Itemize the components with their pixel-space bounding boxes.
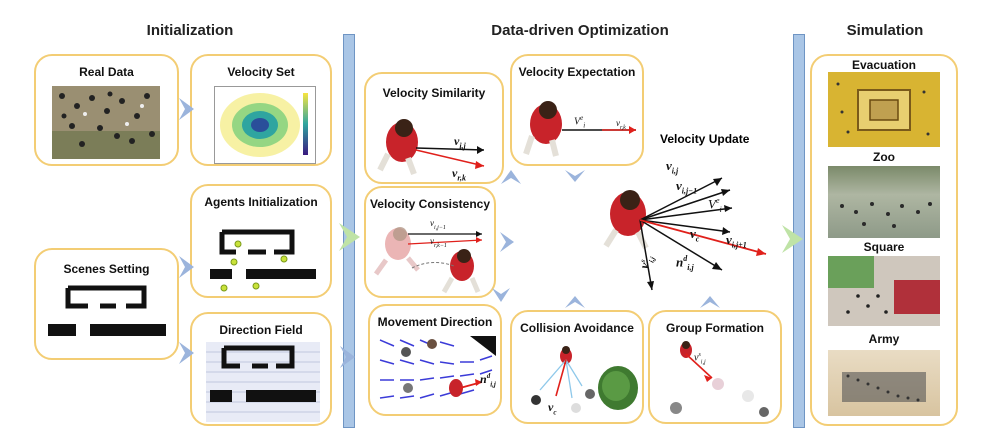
nd-label: ndi,j [480,372,496,389]
agents-init-box: Agents Initialization [190,184,332,298]
evacuation-image [828,72,940,147]
group-formation-box: Group Formation vsi,j [648,310,782,424]
direction-field-map [206,342,320,422]
square-label: Square [863,240,905,254]
movement-direction-title: Movement Direction [377,315,493,329]
velocity-update-title: Velocity Update [660,132,750,146]
velocity-consistency-box: Velocity Consistency vi,j−1 vr,k−1 [364,186,496,298]
collision-avoidance-figure [531,346,638,413]
chevron-right-icon [179,98,194,120]
chevron-right-green-icon [782,225,803,253]
velocity-expectation-figure [523,101,636,157]
initialization-title: Initialization [146,22,234,39]
update-nd-label: ndi,j [676,254,694,272]
collision-avoidance-box: Collision Avoidance vc [510,310,644,424]
movement-direction-box: Movement Direction ndi,j [368,304,502,416]
ve-label: Vei [574,114,586,130]
v-rk-minus1-label: vr,k−1 [430,236,447,249]
chevron-up-icon [700,296,720,308]
chevron-right-green-icon [339,223,360,251]
velocity-similarity-box: Velocity Similarity vi,j vr,k [364,72,504,184]
velocity-set-plot [214,86,316,164]
velocity-set-box: Velocity Set [190,54,332,166]
square-image [828,256,940,326]
chevron-right-icon [500,232,514,252]
velocity-similarity-title: Velocity Similarity [382,86,486,100]
scenes-setting-map [48,285,166,336]
vs-label: vsi,j [694,352,706,366]
v-rk-label-small: vr,k [616,118,626,131]
velocity-update-figure [603,177,767,291]
army-label: Army [868,332,900,346]
chevron-up-icon [565,296,585,308]
chevron-down-icon [565,170,585,182]
v-ij-minus1-label: vi,j−1 [430,218,446,231]
scenes-setting-box: Scenes Setting [34,248,179,360]
zoo-label: Zoo [873,150,895,164]
update-vc-label: vc [690,226,700,244]
real-data-title: Real Data [79,65,134,79]
real-data-photo [52,86,160,159]
direction-field-title: Direction Field [219,323,303,337]
chevron-up-icon [501,170,521,184]
army-image [828,350,940,416]
velocity-similarity-figure [377,119,485,176]
divider-right [793,34,805,428]
velocity-set-title: Velocity Set [227,65,295,79]
scenes-setting-title: Scenes Setting [63,262,150,276]
real-data-box: Real Data [34,54,179,166]
collision-avoidance-title: Collision Avoidance [520,321,634,335]
update-v-ij-plus1-label: vi,j+1 [726,232,747,250]
movement-direction-figure [379,336,496,399]
velocity-expectation-title: Velocity Expectation [518,65,636,79]
velocity-consistency-title: Velocity Consistency [369,197,491,211]
direction-field-box: Direction Field [190,312,332,426]
group-formation-title: Group Formation [666,321,764,335]
vc-label: vc [548,400,557,417]
optimization-title: Data-driven Optimization [491,22,669,39]
update-v-ij-label: vi,j [666,158,679,176]
group-formation-figure [670,341,769,417]
velocity-consistency-figure [373,227,483,294]
v-ij-label: vi,j [454,134,466,151]
update-ve-label: Vei [708,196,722,214]
chevron-right-icon [179,342,194,364]
v-rk-label: vr,k [452,166,466,183]
evacuation-label: Evacuation [851,58,917,72]
agents-init-map [210,229,316,292]
crowd-overhead-image [52,86,160,159]
chevron-right-icon [179,256,194,278]
zoo-image [828,166,940,238]
chevron-right-icon [340,346,355,368]
agents-init-title: Agents Initialization [204,195,318,209]
simulation-title: Simulation [846,22,924,39]
update-v-ij-minus1-label: vi,j−1 [676,178,698,196]
velocity-expectation-box: Velocity Expectation Vei vr,k [510,54,644,166]
chevron-down-icon [492,288,510,302]
